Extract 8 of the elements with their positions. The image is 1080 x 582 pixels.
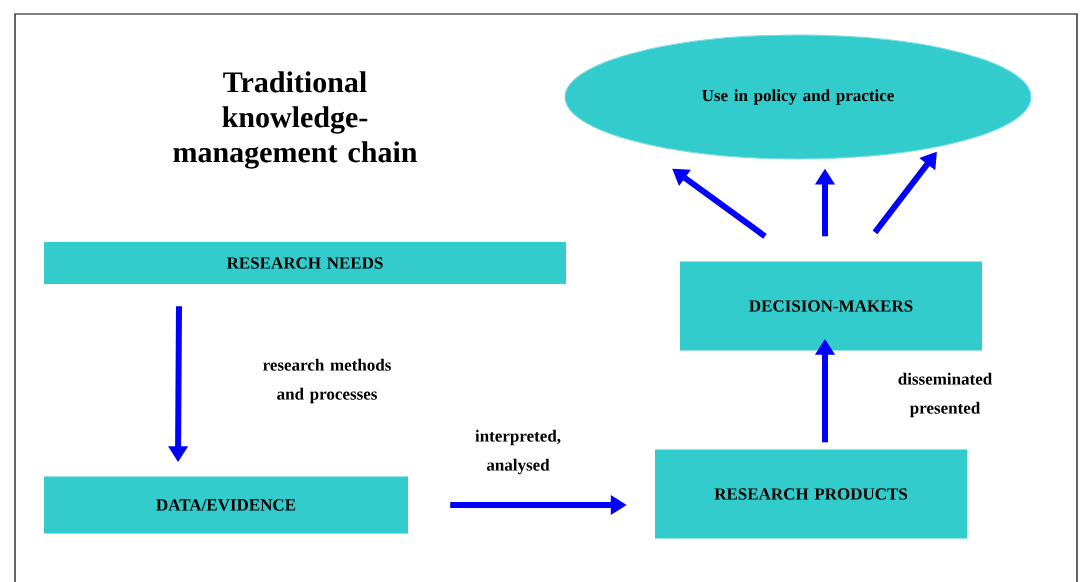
title: Traditional knowledge-management chain — [173, 71, 418, 169]
edge-label: research methods and processes — [263, 358, 391, 404]
edge-label: interpreted, analysed — [475, 429, 561, 475]
process-box: DATA/EVIDENCE — [44, 476, 408, 534]
process-box: RESEARCH PRODUCTS — [655, 449, 967, 539]
edge-label: disseminated presented — [898, 372, 993, 418]
process-box: RESEARCH NEEDS — [44, 242, 566, 284]
process-box: DECISION-MAKERS — [680, 261, 982, 351]
